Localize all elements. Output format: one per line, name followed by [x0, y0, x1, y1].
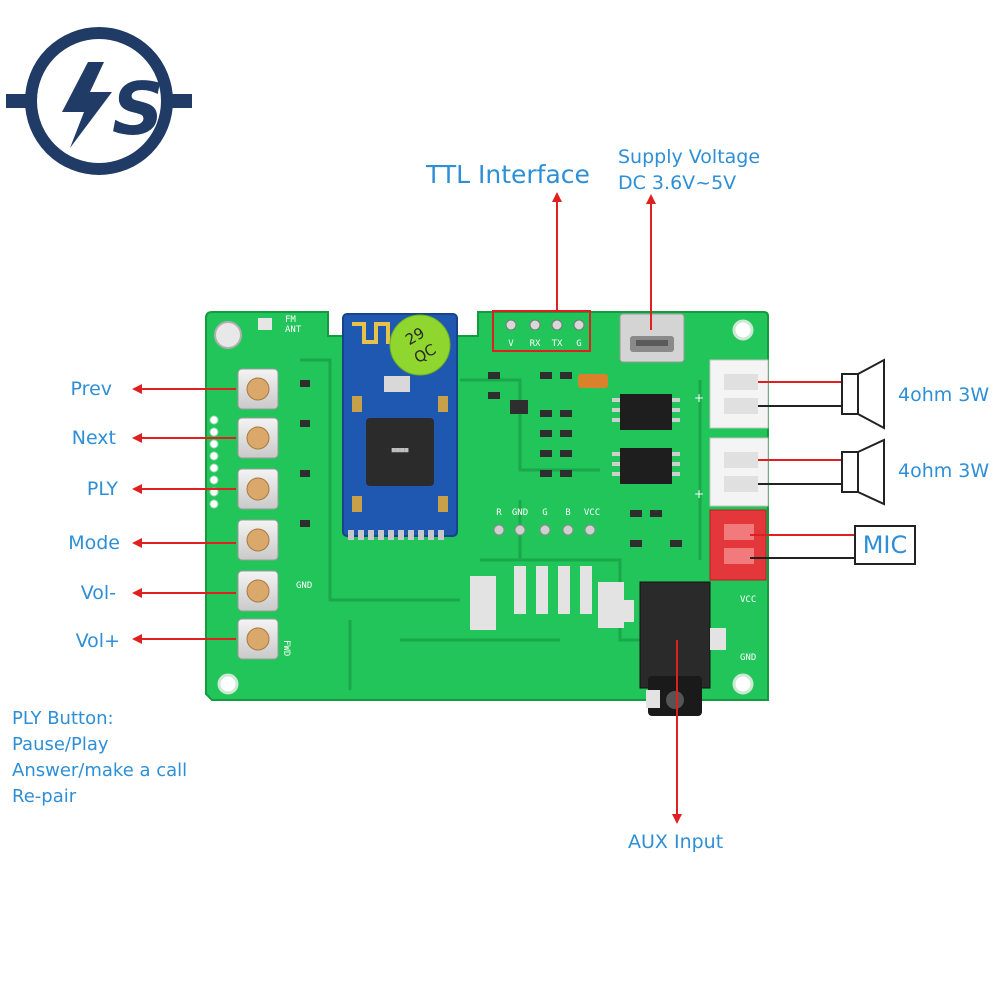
ply-note-title: PLY Button:: [12, 708, 114, 729]
antenna-label-2: ANT: [285, 325, 302, 335]
svg-text:VCC: VCC: [584, 508, 600, 518]
supply-voltage-range: DC 3.6V~5V: [618, 172, 737, 194]
mount-hole-br: [732, 673, 754, 695]
mount-hole-tr: [732, 319, 754, 341]
silk-fwd: FWD: [281, 640, 291, 656]
svg-text:B: B: [565, 508, 570, 518]
speaker-wires: [750, 381, 855, 559]
speaker-icon: [841, 438, 885, 506]
micro-usb-connector: [619, 313, 685, 363]
svg-text:+: +: [694, 487, 704, 501]
brand-logo: S: [6, 27, 192, 175]
svg-text:■■■■: ■■■■: [392, 446, 410, 454]
tactile-button-mode: [237, 519, 279, 561]
speaker-icon: [841, 358, 885, 430]
mount-hole-tl: [214, 321, 242, 349]
button-label-volup: Vol+: [75, 630, 120, 652]
button-label-next: Next: [71, 427, 116, 449]
silk-gnd-left: GND: [296, 581, 312, 591]
svg-text:RX: RX: [530, 339, 541, 349]
antenna-label-1: FM: [285, 315, 296, 325]
smd-components: [300, 372, 682, 547]
speaker-connector-2: [709, 437, 769, 507]
svg-text:G: G: [576, 339, 581, 349]
tactile-button-ply: [237, 468, 279, 510]
mount-hole-bl: [217, 673, 239, 695]
ttl-highlight-box: [492, 310, 591, 352]
amplifier-ic-1: [620, 394, 672, 430]
logo-letter: S: [112, 67, 164, 151]
button-arrows: [132, 384, 236, 644]
tactile-button-next: [237, 417, 279, 459]
svg-text:V: V: [508, 339, 514, 349]
qc-sticker: 29 QC: [389, 314, 451, 376]
bt-crystal: [384, 376, 410, 392]
tantalum-capacitor: [578, 374, 608, 388]
svg-text:TX: TX: [552, 339, 563, 349]
button-label-prev: Prev: [70, 378, 112, 400]
tactile-button-voldown: [237, 570, 279, 612]
button-label-ply: PLY: [86, 478, 118, 500]
aux-audio-jack: [616, 581, 726, 716]
svg-text:GND: GND: [512, 508, 528, 518]
logo-bolt-icon: [62, 62, 112, 148]
ply-note-line: Pause/Play: [12, 734, 109, 755]
ply-note-line: Answer/make a call: [12, 760, 188, 781]
ttl-header: V RX TX G: [492, 310, 591, 352]
supply-voltage-label: Supply Voltage: [618, 146, 761, 168]
mic-connector: [709, 509, 767, 581]
silk-vcc: VCC: [740, 595, 756, 605]
ply-button-note: PLY Button: Pause/Play Answer/make a cal…: [12, 706, 187, 810]
speaker-2-label: 4ohm 3W: [898, 460, 990, 482]
ttl-interface-label: TTL Interface: [426, 160, 590, 189]
speaker-connector-1: [709, 359, 769, 429]
speaker-1-label: 4ohm 3W: [898, 384, 990, 406]
svg-text:R: R: [496, 508, 502, 518]
fm-ant-pad: [258, 318, 272, 330]
mic-label-box: MIC: [854, 525, 916, 565]
tactile-button-volup: [237, 618, 279, 660]
tactile-buttons: [237, 368, 279, 660]
bottom-header-labels: R GND G B VCC: [496, 508, 600, 518]
mic-label: MIC: [862, 531, 908, 559]
pcb-board: FM ANT ■■■■ 29 QC: [205, 310, 769, 716]
button-label-mode: Mode: [68, 532, 120, 554]
large-pads: [470, 566, 624, 630]
aux-input-label: AUX Input: [628, 831, 724, 853]
svg-text:G: G: [542, 508, 547, 518]
bt-chip: [366, 418, 434, 486]
tactile-button-prev: [237, 368, 279, 410]
ply-note-line: Re-pair: [12, 786, 77, 807]
bottom-header-pads: [493, 524, 596, 536]
silk-gnd-right: GND: [740, 653, 756, 663]
left-edge-pads: [209, 415, 219, 509]
svg-text:+: +: [694, 391, 704, 405]
amplifier-ic-2: [620, 448, 672, 484]
button-label-voldown: Vol-: [80, 582, 116, 604]
